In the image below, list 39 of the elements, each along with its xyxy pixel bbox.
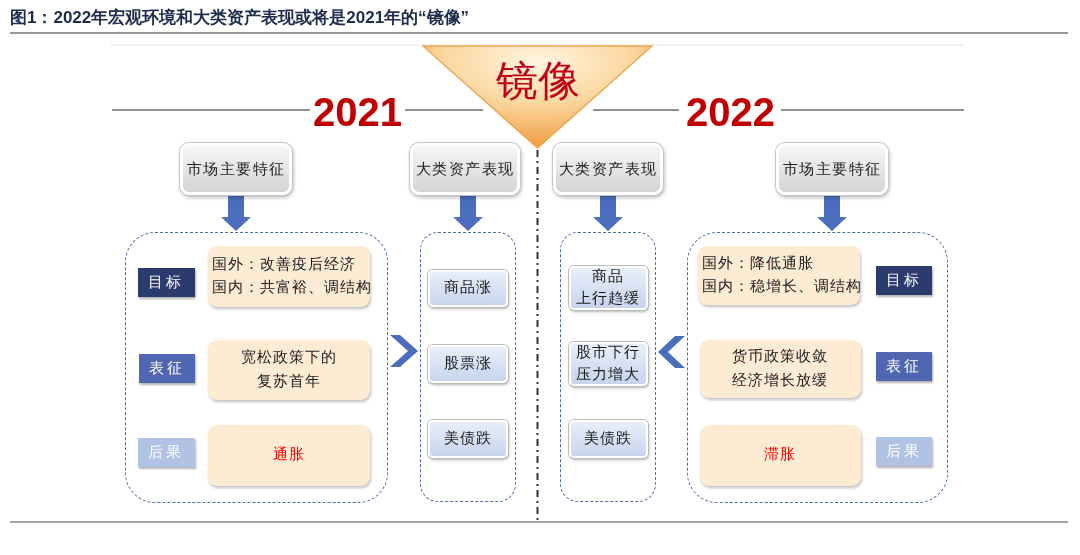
asset-box: 美债跌 bbox=[568, 419, 648, 458]
asset-box: 美债跌 bbox=[427, 419, 508, 458]
block-arrow bbox=[221, 196, 251, 231]
asset-box: 股市下行压力增大 bbox=[568, 341, 648, 386]
block-arrow bbox=[817, 196, 847, 231]
asset-box: 股票涨 bbox=[427, 344, 508, 383]
dashed-panel bbox=[125, 232, 388, 503]
header-box: 大类资产表现 bbox=[410, 143, 520, 195]
chevron-arrow bbox=[658, 336, 685, 368]
result-box: 通胀 bbox=[207, 424, 370, 486]
description-text: 国内：稳增长、调结构 bbox=[701, 277, 862, 296]
header-box: 大类资产表现 bbox=[553, 143, 663, 195]
year-label: 2021 bbox=[313, 92, 402, 132]
dashed-panel bbox=[687, 232, 948, 503]
category-tag: 目标 bbox=[875, 265, 932, 295]
header-box: 市场主要特征 bbox=[180, 143, 292, 195]
dashed-panel bbox=[420, 232, 516, 502]
category-tag: 后果 bbox=[875, 436, 932, 466]
category-tag: 后果 bbox=[137, 437, 195, 467]
block-arrow bbox=[593, 196, 623, 231]
dashed-panel bbox=[560, 232, 656, 502]
description-box bbox=[207, 245, 370, 307]
asset-box: 商品涨 bbox=[427, 269, 508, 307]
description-text: 国内：共富裕、调结构 bbox=[211, 278, 372, 297]
category-tag: 表征 bbox=[138, 353, 195, 383]
figure-title: 图1：2022年宏观环境和大类资产表现或将是2021年的“镜像” bbox=[10, 7, 470, 29]
description-box bbox=[697, 245, 860, 305]
description-text: 国外：改善疫后经济 bbox=[211, 254, 356, 274]
asset-box: 商品上行趋缓 bbox=[568, 265, 648, 310]
description-text: 国外：降低通胀 bbox=[701, 253, 814, 273]
description-box: 货币政策收敛经济增长放缓 bbox=[699, 339, 861, 398]
result-box: 滞胀 bbox=[699, 424, 861, 486]
description-box: 宽松政策下的复苏首年 bbox=[207, 339, 370, 400]
category-tag: 表征 bbox=[875, 351, 932, 381]
year-label: 2022 bbox=[686, 92, 775, 132]
header-box: 市场主要特征 bbox=[776, 143, 888, 195]
chevron-arrow bbox=[390, 335, 418, 367]
block-arrow bbox=[453, 196, 483, 231]
category-tag: 目标 bbox=[137, 267, 195, 297]
